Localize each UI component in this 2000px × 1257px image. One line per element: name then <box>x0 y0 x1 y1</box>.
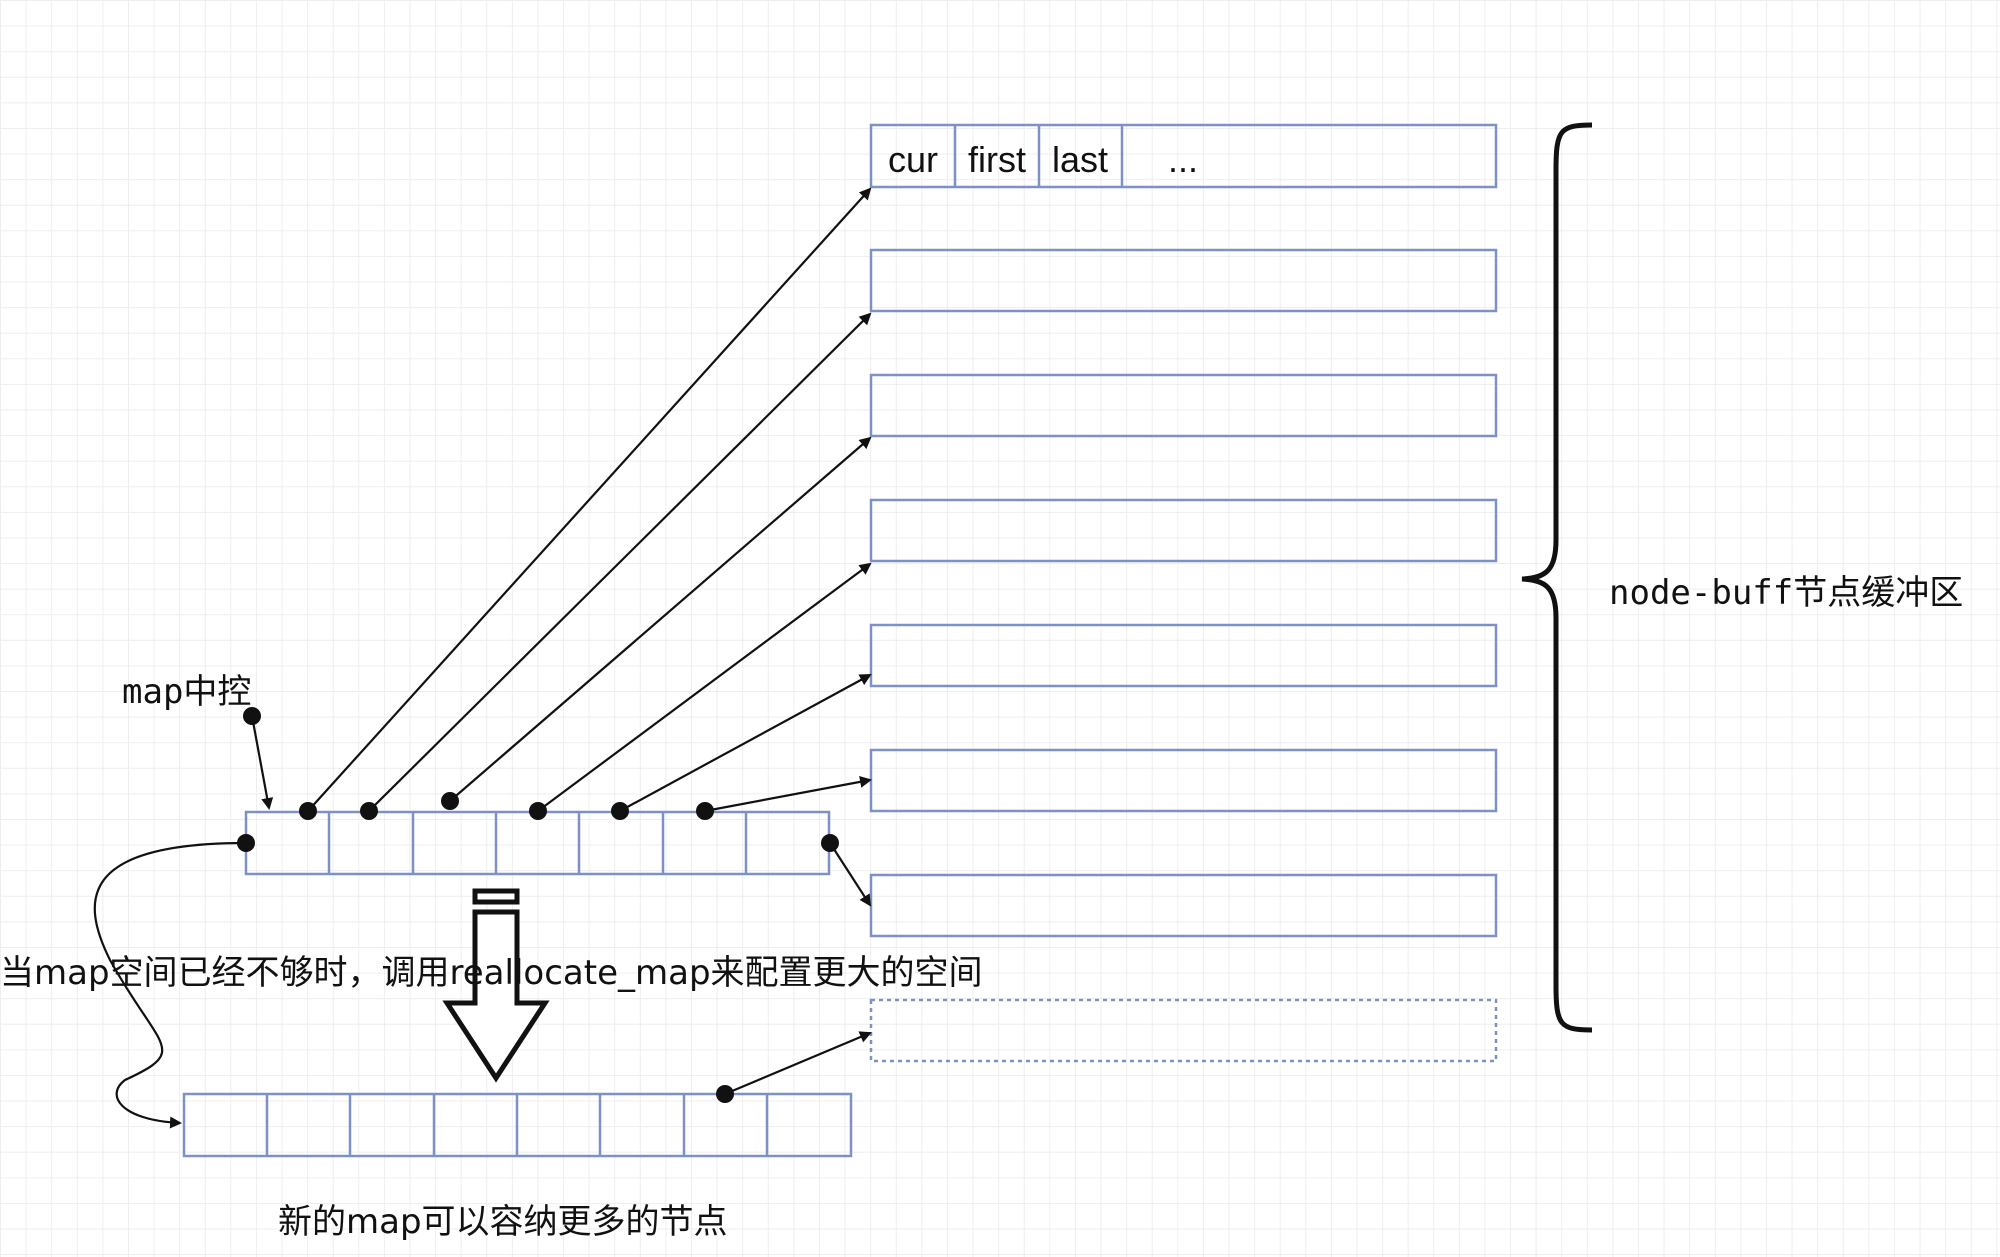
map-control-arrow <box>250 715 274 810</box>
new-map-array <box>182 1092 853 1158</box>
node-buffer-7 <box>869 873 1498 938</box>
map-array <box>244 810 831 876</box>
node-buffer-2 <box>869 248 1498 313</box>
pointer-dots <box>237 707 839 1103</box>
pointer-dot <box>237 834 255 852</box>
pointer-dot <box>821 834 839 852</box>
pointer-arrow-7 <box>829 842 872 907</box>
pointer-dot <box>441 792 459 810</box>
realloc-note: 当map空间已经不够时，调用reallocate_map来配置更大的空间 <box>0 953 983 993</box>
buffer-zone-label: node-buff节点缓冲区 <box>1609 573 1963 613</box>
copy-curve-arrow <box>93 841 247 1129</box>
pointer-dot <box>243 707 261 725</box>
pointer-arrows <box>93 187 872 1129</box>
node-buffer-8-new <box>869 998 1498 1063</box>
node-buffer-3 <box>869 373 1498 438</box>
new-map-note: 新的map可以容纳更多的节点 <box>278 1202 728 1242</box>
transition-arrow-icon <box>442 888 550 1083</box>
node-buffer-1 <box>869 123 1498 189</box>
curly-brace <box>1521 122 1593 1033</box>
transition-arrow-shape <box>442 909 550 1083</box>
header-cell-last: last <box>1052 139 1108 180</box>
pointer-arrow-4 <box>537 562 872 812</box>
pointer-arrow-6 <box>704 775 872 813</box>
pointer-dot <box>360 802 378 820</box>
pointer-dot <box>299 802 317 820</box>
transition-arrow-bar <box>472 888 520 905</box>
pointer-dot <box>716 1085 734 1103</box>
node-buffer-4 <box>869 498 1498 563</box>
pointer-dot <box>611 802 629 820</box>
header-cell-first: first <box>968 139 1026 180</box>
pointer-arrow-1 <box>307 187 872 812</box>
header-cell-cur: cur <box>888 139 938 180</box>
map-control-label: map中控 <box>122 672 251 712</box>
map-array-frame <box>244 810 831 876</box>
pointer-dot <box>529 802 547 820</box>
pointer-arrow-5 <box>619 674 872 812</box>
pointer-dot <box>696 802 714 820</box>
node-buffer-6 <box>869 748 1498 813</box>
node-buffer-column <box>869 123 1498 1063</box>
pointer-arrow-2 <box>368 312 872 812</box>
header-cell-ellipsis: ... <box>1168 139 1198 180</box>
node-buffer-5 <box>869 623 1498 688</box>
pointer-arrow-3 <box>449 436 872 802</box>
pointer-arrow-new <box>724 1031 872 1096</box>
